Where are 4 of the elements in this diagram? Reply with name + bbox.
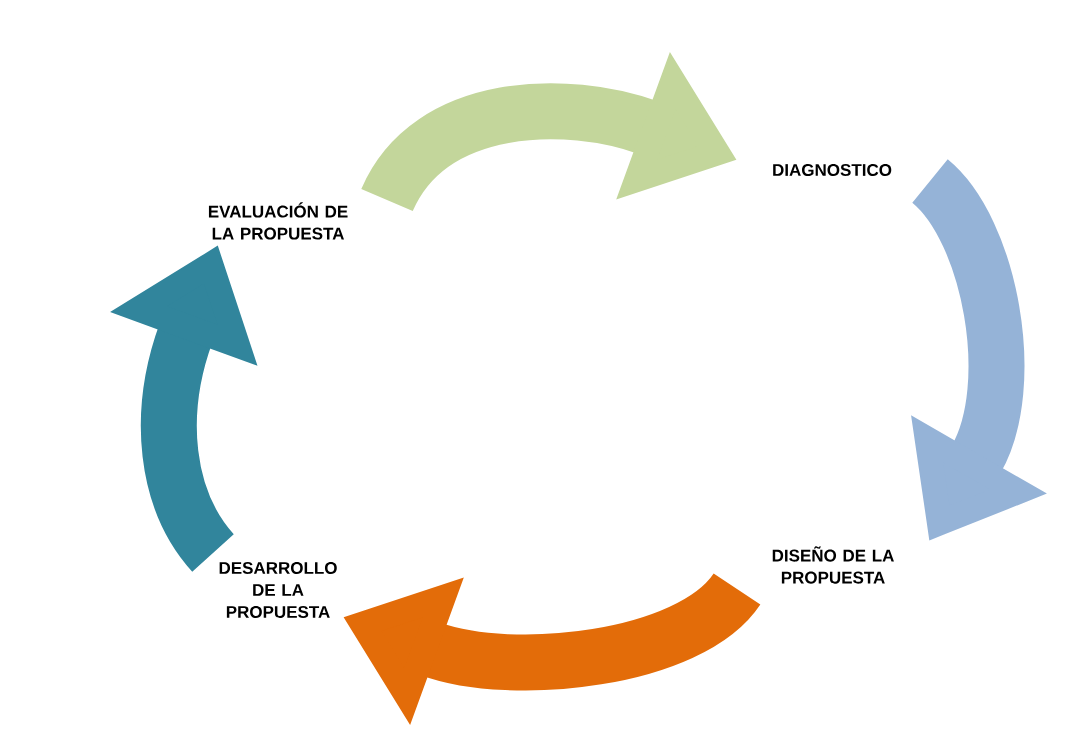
- stage-label: DESARROLLO DE LA PROPUESTA: [219, 561, 337, 618]
- stage-label: DISEÑO DE LA PROPUESTA: [772, 546, 894, 584]
- stage-label: EVALUACIÓN DE LA PROPUESTA: [208, 202, 348, 240]
- stage-label: DIAGNOSTICO: [773, 163, 892, 176]
